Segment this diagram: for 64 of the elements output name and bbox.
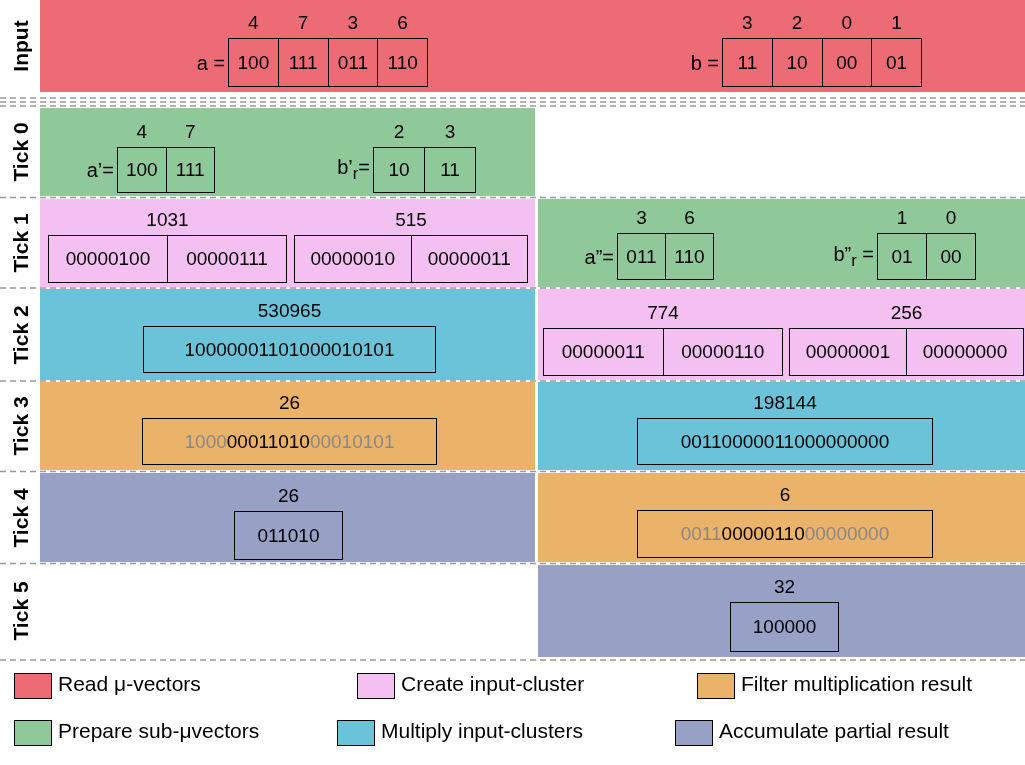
- register-label: a’=: [86, 158, 114, 182]
- decimal-value: 774: [647, 302, 679, 324]
- register-label: a”=: [584, 245, 614, 268]
- decimal-value: 6: [684, 207, 695, 229]
- stage-panel: [40, 199, 535, 287]
- register-label: a =: [196, 51, 225, 74]
- bit-cell: 00000000: [907, 329, 1023, 375]
- decimal-value: 6: [397, 12, 408, 34]
- decimal-value: 515: [395, 209, 427, 231]
- row-label: Tick 0: [8, 122, 33, 182]
- bit-cell: 00000010: [295, 236, 412, 282]
- decimal-value: 7: [184, 121, 196, 143]
- stage-panel: [40, 473, 535, 562]
- row-label: Tick 2: [8, 304, 33, 365]
- stage-panel: [40, 382, 535, 470]
- row-label: Tick 1: [8, 213, 33, 273]
- register-label: b”$_{r}$ =: [833, 242, 874, 271]
- bit-cell: 00000100: [49, 236, 168, 282]
- decimal-value: 32: [773, 576, 796, 598]
- stage-panel: [40, 108, 535, 196]
- decimal-value: 26: [277, 485, 300, 507]
- legend-label: Read μ-vectors: [58, 672, 201, 696]
- stage-panel: [538, 289, 1025, 380]
- bit-cell: 00000111: [168, 236, 286, 282]
- bit-cell: 00000011: [411, 236, 527, 282]
- bit-cell: 00000011: [544, 329, 664, 375]
- decimal-value: 3: [347, 12, 359, 34]
- decimal-value: 7: [297, 12, 309, 34]
- decimal-value: 6: [779, 484, 791, 506]
- decimal-value: 0: [841, 12, 853, 34]
- legend-label: Create input-cluster: [401, 672, 585, 696]
- stage-panel: [538, 565, 1025, 657]
- decimal-value: 4: [248, 12, 259, 34]
- decimal-value: 3: [444, 121, 456, 143]
- legend-label: Accumulate partial result: [719, 719, 949, 743]
- decimal-value: 4: [136, 121, 148, 143]
- row-label: Tick 3: [8, 396, 33, 456]
- stage-panel: [538, 382, 1025, 470]
- bit-cell: 00000001: [790, 329, 907, 375]
- decimal-value: 0: [945, 207, 957, 229]
- decimal-value: 530965: [257, 300, 322, 322]
- bit-cell: 00000110: [663, 329, 782, 375]
- decimal-value: 2: [791, 12, 803, 34]
- stage-panel: [40, 289, 535, 380]
- decimal-value: 1031: [146, 209, 189, 231]
- stage-panel: [538, 473, 1025, 562]
- legend-label: Prepare sub-μvectors: [58, 719, 260, 743]
- decimal-value: 198144: [753, 392, 817, 414]
- legend-label: Filter multiplication result: [741, 672, 973, 696]
- register-label: b’$_{r}$=: [337, 156, 370, 184]
- stage-panel: [538, 199, 1025, 287]
- decimal-value: 26: [278, 392, 301, 414]
- stage-panel: [40, 0, 1025, 92]
- row-label: Tick 5: [8, 581, 33, 641]
- decimal-value: 256: [890, 302, 923, 324]
- decimal-value: 1: [891, 12, 902, 34]
- decimal-value: 3: [636, 207, 647, 229]
- decimal-value: 3: [742, 12, 753, 34]
- decimal-value: 1: [896, 207, 908, 229]
- row-label: Input: [8, 20, 33, 72]
- row-label: Tick 4: [8, 487, 33, 548]
- legend-label: Multiply input-clusters: [381, 719, 583, 743]
- register-label: b =: [690, 51, 719, 74]
- decimal-value: 2: [393, 121, 405, 143]
